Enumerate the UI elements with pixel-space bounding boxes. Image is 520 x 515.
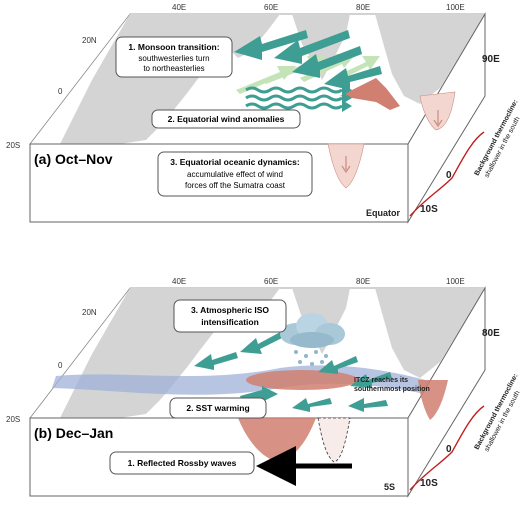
panel-b-wind-arrow-7 [292,398,332,412]
panel-b-cloud-part-4 [290,332,334,348]
panel-b-rain-drop [324,354,328,358]
panel-a-land-southeast-asia [375,14,485,104]
panel-b-rain-drop [320,360,324,364]
panel-b-itcz-label-2: southernmost position [354,386,430,393]
panel-a-box-3-line-1: accumulative effect of wind [187,170,283,179]
panel-b-warm-patch [246,370,358,390]
panel-a-box-1-line-2: to northeasterlies [143,64,204,73]
panel-b-box-2-title: 2. SST warming [186,403,249,413]
panel-b-rain-drop [314,350,318,354]
panel-a-equator-label: Equator [366,208,400,218]
panel-a-ne-arrow-1 [234,30,308,60]
panel-b-box-2 [169,397,267,419]
panel-a-right-label-1: 90E [482,54,500,65]
panel-b-warm-wedge-right [418,380,448,420]
panel-a-down-arrow-right [433,110,443,128]
panel-a-right-label-2: 0 [446,170,452,181]
panel-a-box-1-line-1: southwesterlies turn [138,54,209,63]
panel-b-lon-label-2: 60E [264,277,278,286]
panel-b-right-label-2: 0 [446,444,452,455]
panel-a-down-arrow-front [341,156,351,174]
panel-a-box-2 [151,109,301,129]
panel-b-lat-label-3: 20S [6,415,20,424]
panel-b-rain-drop [310,362,314,366]
panel-b-bottom-label: 5S [384,482,395,492]
panel-a-wave-arrow-1 [245,86,343,94]
panel-a-lon-label-3: 80E [356,3,370,12]
panel-a-box-3 [157,151,313,197]
panel-b-wind-arrow-1 [194,352,238,370]
panel-b-wind-arrow-2 [240,330,286,354]
panel-a-lat-label-1: 20N [82,36,97,45]
panel-a-equatorial-wave-arrows [245,86,343,110]
panel-b-box-1-title: 1. Reflected Rossby waves [128,458,237,468]
panel-a-box-3-line-2: forces off the Sumatra coast [185,181,286,190]
panel-a-lon-label-2: 60E [264,3,278,12]
panel-a-box-3-title: 3. Equatorial oceanic dynamics: [170,157,300,167]
panel-a-ne-arrow-2 [274,30,350,64]
panel-b-box-1 [109,451,255,475]
panel-a-wave-arrowheads [342,84,352,112]
panel-b-rain-drops [294,350,328,366]
panel-a-lat-label-2: 0 [58,87,63,96]
panel-b-rossby-ghost-wedge [317,417,351,463]
panel-b: 40E 60E 80E 100E 20N 0 20S 80E 0 10S 5S … [6,277,520,498]
panel-a-right-label-3: 10S [420,204,438,215]
panel-a-wave-arrow-3 [245,102,343,110]
panel-a-box-2-title: 2. Equatorial wind anomalies [168,114,285,124]
panel-b-lat-label-1: 20N [82,308,97,317]
panel-b-itcz-band [52,365,440,396]
panel-b-title: (b) Dec–Jan [34,425,113,441]
panel-b-lon-label-3: 80E [356,277,370,286]
panel-a-northeasterly-arrows [234,30,382,90]
panel-b-land-madagascar [88,386,108,414]
panel-a-lon-label-1: 40E [172,3,186,12]
panel-b-lat-label-2: 0 [58,361,63,370]
panel-b-land-southeast-asia [375,288,485,378]
panel-b-rain-drop [298,360,302,364]
panel-b-rain-drop [304,354,308,358]
panel-b-rossby-wedge [238,418,316,462]
panel-a-box-1-title: 1. Monsoon transition: [128,42,219,52]
panel-a-wave-arrow-2 [245,94,343,102]
panel-a-box-1 [115,36,233,78]
panel-b-right-label-1: 80E [482,328,500,339]
panel-a-title: (a) Oct–Nov [34,151,113,167]
panel-b-box-3-title: 3. Atmospheric ISO [191,305,269,315]
panel-a-warm-anomaly [340,78,400,110]
panel-b-right-label-3: 10S [420,478,438,489]
panel-b-rain-drop [294,350,298,354]
panel-a-land-madagascar [88,112,108,140]
panel-a-ne-arrow-4 [324,66,382,90]
panel-b-itcz-label-1: ITCZ reaches its [354,377,408,384]
panel-a-thermocline-line [409,131,485,217]
panel-a: 40E 60E 80E 100E 20N 0 20S 90E 0 10S Equ… [6,3,520,224]
panel-a-lon-label-4: 100E [446,3,465,12]
panel-b-lon-label-4: 100E [446,277,465,286]
panel-b-rain-cloud-icon [280,313,345,366]
panel-b-wind-arrow-3 [318,356,358,374]
panel-b-lon-label-1: 40E [172,277,186,286]
panel-b-wind-arrow-4 [350,372,392,388]
panel-b-wind-arrow-6 [348,398,388,412]
panel-a-lat-label-3: 20S [6,141,20,150]
panel-b-box-3 [173,299,287,333]
panel-a-ne-arrow-3 [292,46,362,78]
panel-b-thermocline-line [409,405,485,491]
panel-b-right-face [407,286,486,498]
panel-b-box-3-line-1: intensification [201,317,259,327]
